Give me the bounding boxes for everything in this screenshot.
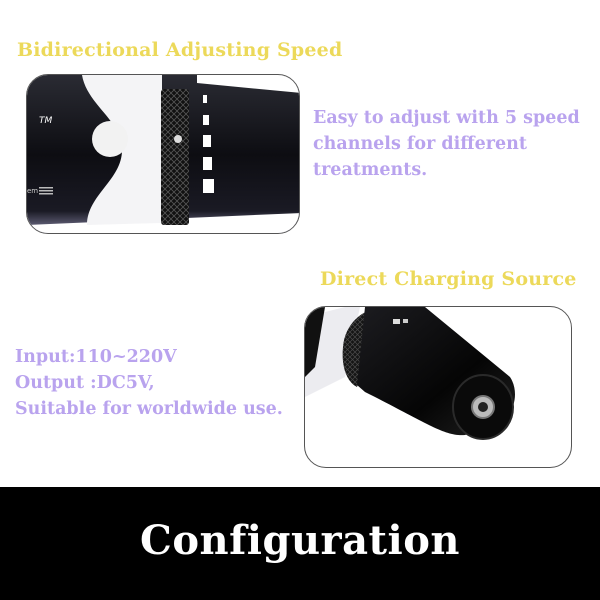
speed-description-line: channels for different: [313, 134, 527, 154]
charging-description: Input:110~220V Output :DC5V, Suitable fo…: [15, 344, 283, 422]
speed-description: Easy to adjust with 5 speed channels for…: [313, 105, 580, 183]
charging-description-line: Input:110~220V: [15, 347, 177, 367]
configuration-title: Configuration: [140, 517, 460, 564]
section-heading-adjusting-speed: Bidirectional Adjusting Speed: [17, 39, 343, 61]
speed-dial-photo: TM em: [26, 74, 300, 234]
speed-description-line: treatments.: [313, 160, 428, 180]
charging-port-photo: [304, 306, 572, 468]
configuration-banner: Configuration: [0, 487, 600, 600]
speed-description-line: Easy to adjust with 5 speed: [313, 108, 580, 128]
pen-tail-illustration: [305, 307, 515, 440]
tm-label: TM: [39, 116, 52, 126]
charging-description-line: Suitable for worldwide use.: [15, 399, 283, 419]
pen-dial-illustration: TM em: [27, 75, 299, 233]
charging-description-line: Output :DC5V,: [15, 373, 155, 393]
svg-text:em: em: [27, 187, 38, 195]
section-heading-charging-source: Direct Charging Source: [320, 268, 577, 290]
